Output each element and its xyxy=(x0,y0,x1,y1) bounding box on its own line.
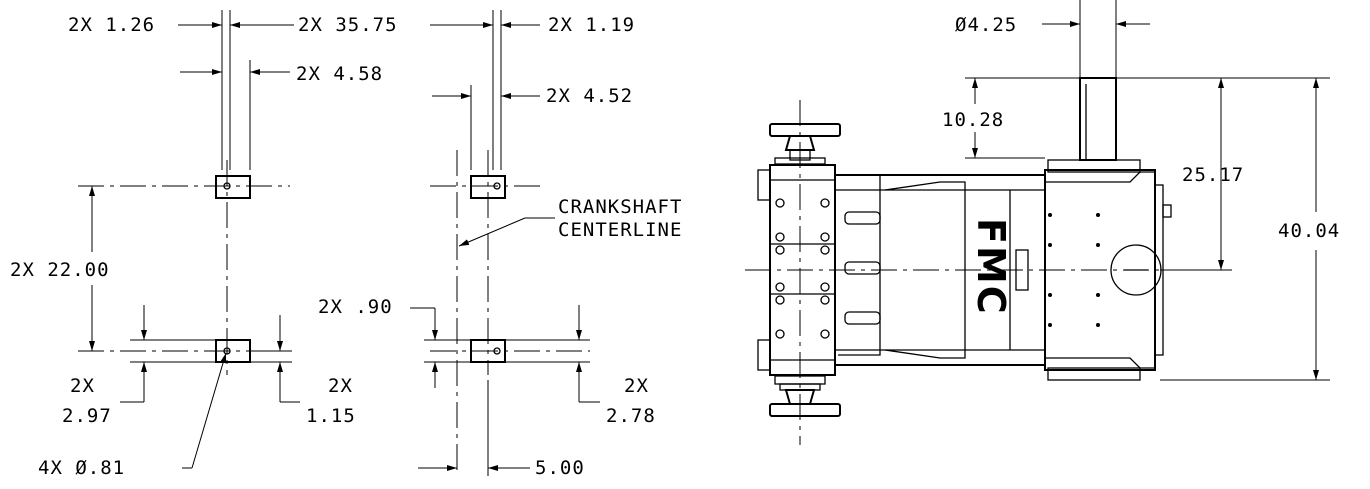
dim-offset-left-b-label: 2X xyxy=(328,375,353,397)
mounting-pad-bottom-right xyxy=(470,339,506,363)
crankshaft-note-line1: CRANKSHAFT xyxy=(558,196,682,218)
dim-offset-right-value: 2.78 xyxy=(606,405,656,427)
dim-offset-left-a-label: 2X xyxy=(70,375,95,397)
dim-pad-height: 2X .90 xyxy=(318,296,393,318)
dim-wall-left: 2X 1.26 xyxy=(68,14,155,36)
mounting-pad-top-right xyxy=(470,175,506,199)
dim-pad-spacing: 2X 35.75 xyxy=(298,14,398,36)
dim-pad-width-right: 2X 4.52 xyxy=(546,85,633,107)
dim-vertical-spacing: 2X 22.00 xyxy=(10,259,110,281)
dim-offset-left-a-value: 2.97 xyxy=(62,405,112,427)
dim-shaft-to-center: 25.17 xyxy=(1182,164,1244,186)
suction-flange-top xyxy=(769,123,841,165)
crankshaft-note-line2: CENTERLINE xyxy=(558,219,682,241)
input-shaft xyxy=(1079,77,1117,161)
dim-pad-width-left: 2X 4.58 xyxy=(296,63,383,85)
mounting-layout-view: 2X 1.26 2X 35.75 2X 1.19 2X 4.58 2X 4.52… xyxy=(10,10,682,479)
fmc-logo: FMC xyxy=(969,218,1013,316)
dim-offset-left-b-value: 1.15 xyxy=(306,405,356,427)
dim-crank-offset: 5.00 xyxy=(535,457,585,479)
mounting-pad-top-left xyxy=(215,175,251,199)
dim-shaft-diameter: Ø4.25 xyxy=(955,14,1017,36)
pump-top-view: FMC Ø4.25 xyxy=(745,0,1340,445)
dim-wall-right: 2X 1.19 xyxy=(548,14,635,36)
crosshead-section xyxy=(834,174,1046,366)
discharge-flange-bottom xyxy=(769,375,841,417)
dim-shaft-length: 10.28 xyxy=(942,109,1004,131)
dim-offset-right-label: 2X xyxy=(624,375,649,397)
fluid-end-bolts xyxy=(775,198,830,339)
dim-overall-length: 40.04 xyxy=(1278,220,1340,242)
dim-hole-callout: 4X Ø.81 xyxy=(38,457,125,479)
